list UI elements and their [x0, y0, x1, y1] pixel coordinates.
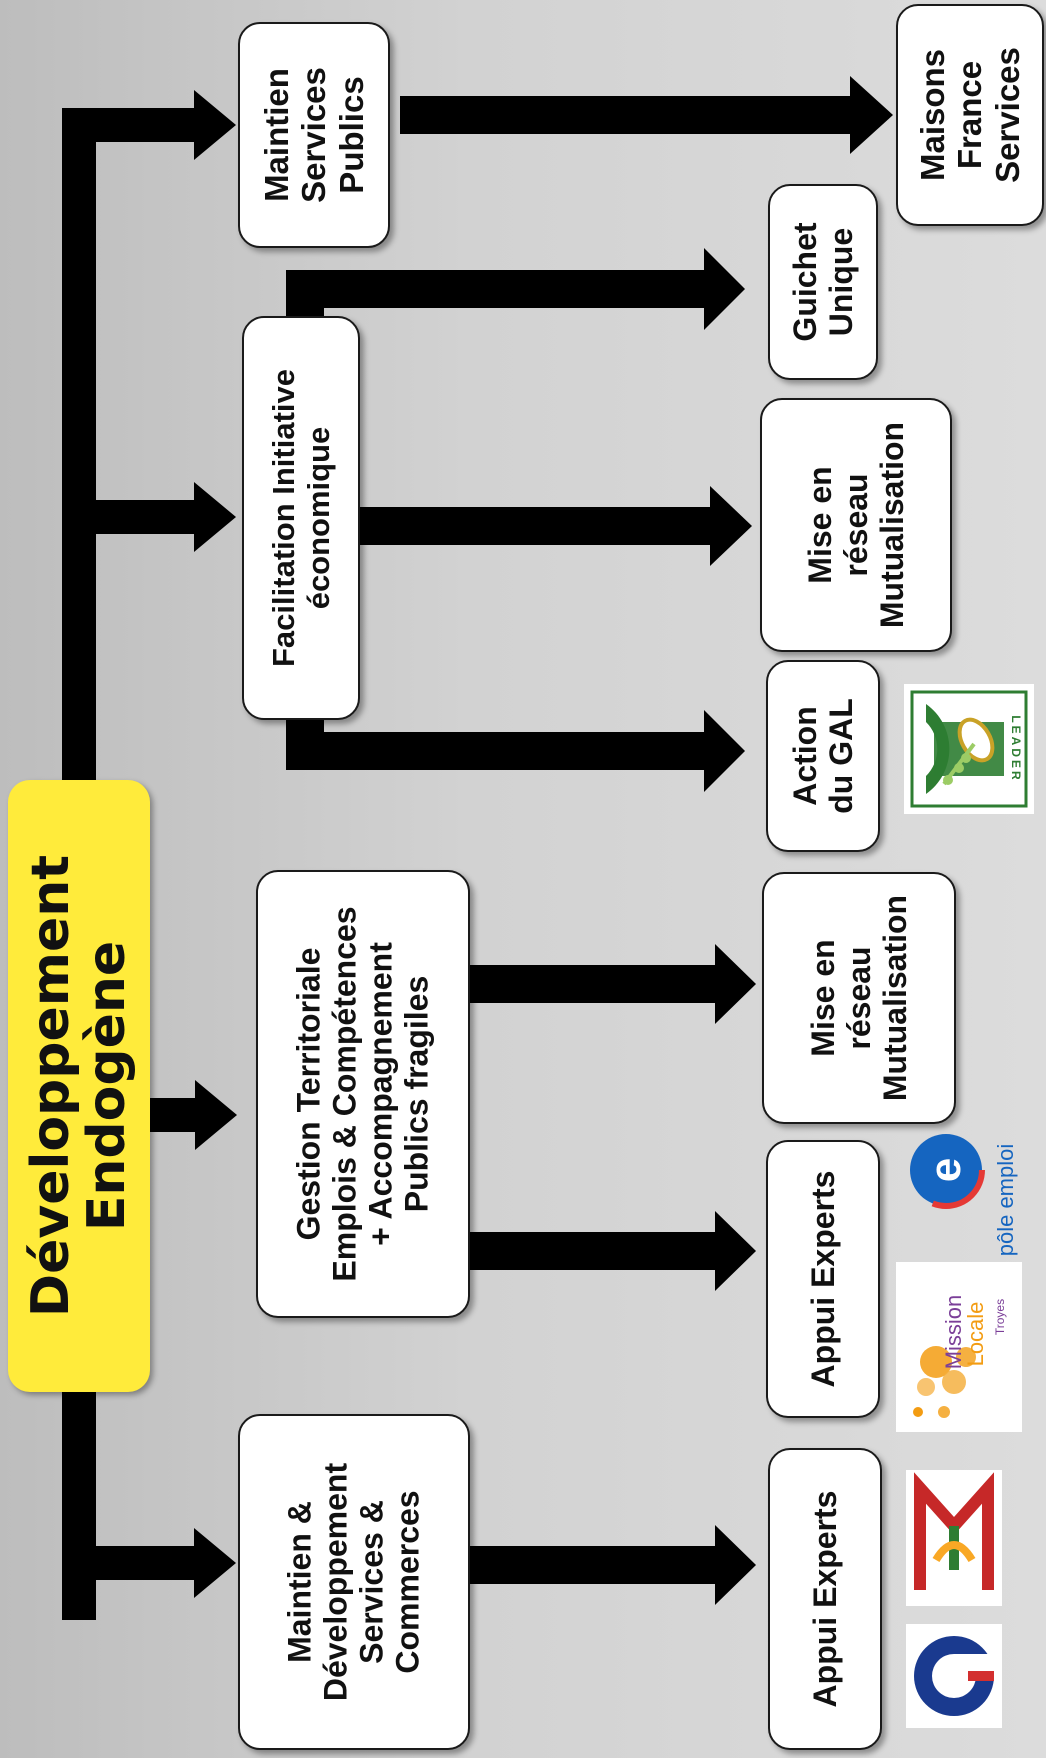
cci-logo [906, 1624, 1002, 1728]
leader-emblem-icon [910, 690, 1028, 808]
node-label: Maintien & Développement Services & Comm… [281, 1462, 427, 1702]
branch-stem-facilitation [62, 500, 194, 534]
node-appui-experts-2: Appui Experts [766, 1140, 880, 1418]
leader-logo: LEADER [904, 684, 1034, 814]
node-guichet-unique: Guichet Unique [768, 184, 878, 380]
arrowhead-publics-maisons [850, 76, 893, 154]
mission-locale-city: Troyes [993, 1298, 1007, 1336]
arrow-shaft-gal [286, 732, 704, 770]
node-maintien-developpement: Maintien & Développement Services & Comm… [238, 1414, 470, 1750]
mission-locale-text-2: Locale [963, 1301, 988, 1367]
arrow-shaft-mise1 [360, 507, 710, 545]
node-appui-experts-1: Appui Experts [768, 1448, 882, 1750]
node-facilitation: Facilitation Initiative économique [242, 316, 360, 720]
node-mise-en-reseau-1: Mise en réseau Mutualisation [760, 398, 952, 652]
arrowhead-mise1 [710, 486, 752, 566]
node-maintien-services-publics: Maintien Services Publics [238, 22, 390, 248]
node-label: Action du GAL [786, 698, 859, 814]
title-text: Développement Endogène [20, 854, 137, 1318]
arrow-shaft-publics-maisons [400, 96, 850, 134]
arrow-shaft-guichet [286, 270, 704, 308]
cci-emblem-icon [914, 1636, 994, 1716]
mission-locale-logo: Mission Locale Troyes [896, 1262, 1022, 1432]
pole-emploi-logo-text: pôle emploi [993, 1143, 1018, 1257]
cma-logo [906, 1470, 1002, 1606]
branch-stem-maintien-dev [62, 1546, 194, 1580]
pole-emploi-logo: e pôle emploi [900, 1120, 1036, 1270]
arrowhead-mise2 [715, 944, 756, 1024]
arrowhead-maintien-dev [194, 1528, 236, 1598]
arrowhead-facilitation [194, 482, 236, 552]
node-label: Maintien Services Publics [258, 67, 370, 203]
node-label: Mise en réseau Mutualisation [801, 421, 911, 629]
mission-locale-dots-icon [913, 1346, 976, 1418]
pole-emploi-emblem-icon: e [907, 1131, 985, 1209]
arrowhead-gal [704, 710, 745, 792]
node-label: Appui Experts [804, 1170, 841, 1388]
node-mise-en-reseau-2: Mise en réseau Mutualisation [762, 872, 956, 1124]
branch-stem-maintien-publics [62, 108, 194, 142]
arrow-shaft-appui1 [470, 1546, 715, 1584]
arrowhead-gestion [195, 1080, 237, 1150]
node-label: Gestion Territoriale Emplois & Compétenc… [290, 906, 436, 1282]
svg-text:e: e [921, 1158, 970, 1182]
node-gestion-territoriale: Gestion Territoriale Emplois & Compétenc… [256, 870, 470, 1318]
arrowhead-guichet [704, 248, 745, 330]
leader-logo-text: LEADER [1009, 715, 1023, 783]
node-label: Appui Experts [806, 1490, 843, 1708]
node-label: Maisons France Services [914, 47, 1026, 183]
arrowhead-appui2 [715, 1211, 756, 1291]
node-label: Facilitation Initiative économique [265, 369, 336, 667]
cma-emblem-icon [914, 1472, 994, 1590]
title-box: Développement Endogène [8, 780, 150, 1392]
arrow-shaft-mise2 [470, 965, 715, 1003]
node-label: Mise en réseau Mutualisation [804, 894, 914, 1102]
node-action-gal: Action du GAL [766, 660, 880, 852]
node-label: Guichet Unique [786, 222, 859, 342]
node-maisons-france-services: Maisons France Services [896, 4, 1044, 226]
arrowhead-appui1 [715, 1525, 756, 1605]
arrow-shaft-appui2 [470, 1232, 715, 1270]
arrowhead-maintien-publics [194, 90, 236, 160]
